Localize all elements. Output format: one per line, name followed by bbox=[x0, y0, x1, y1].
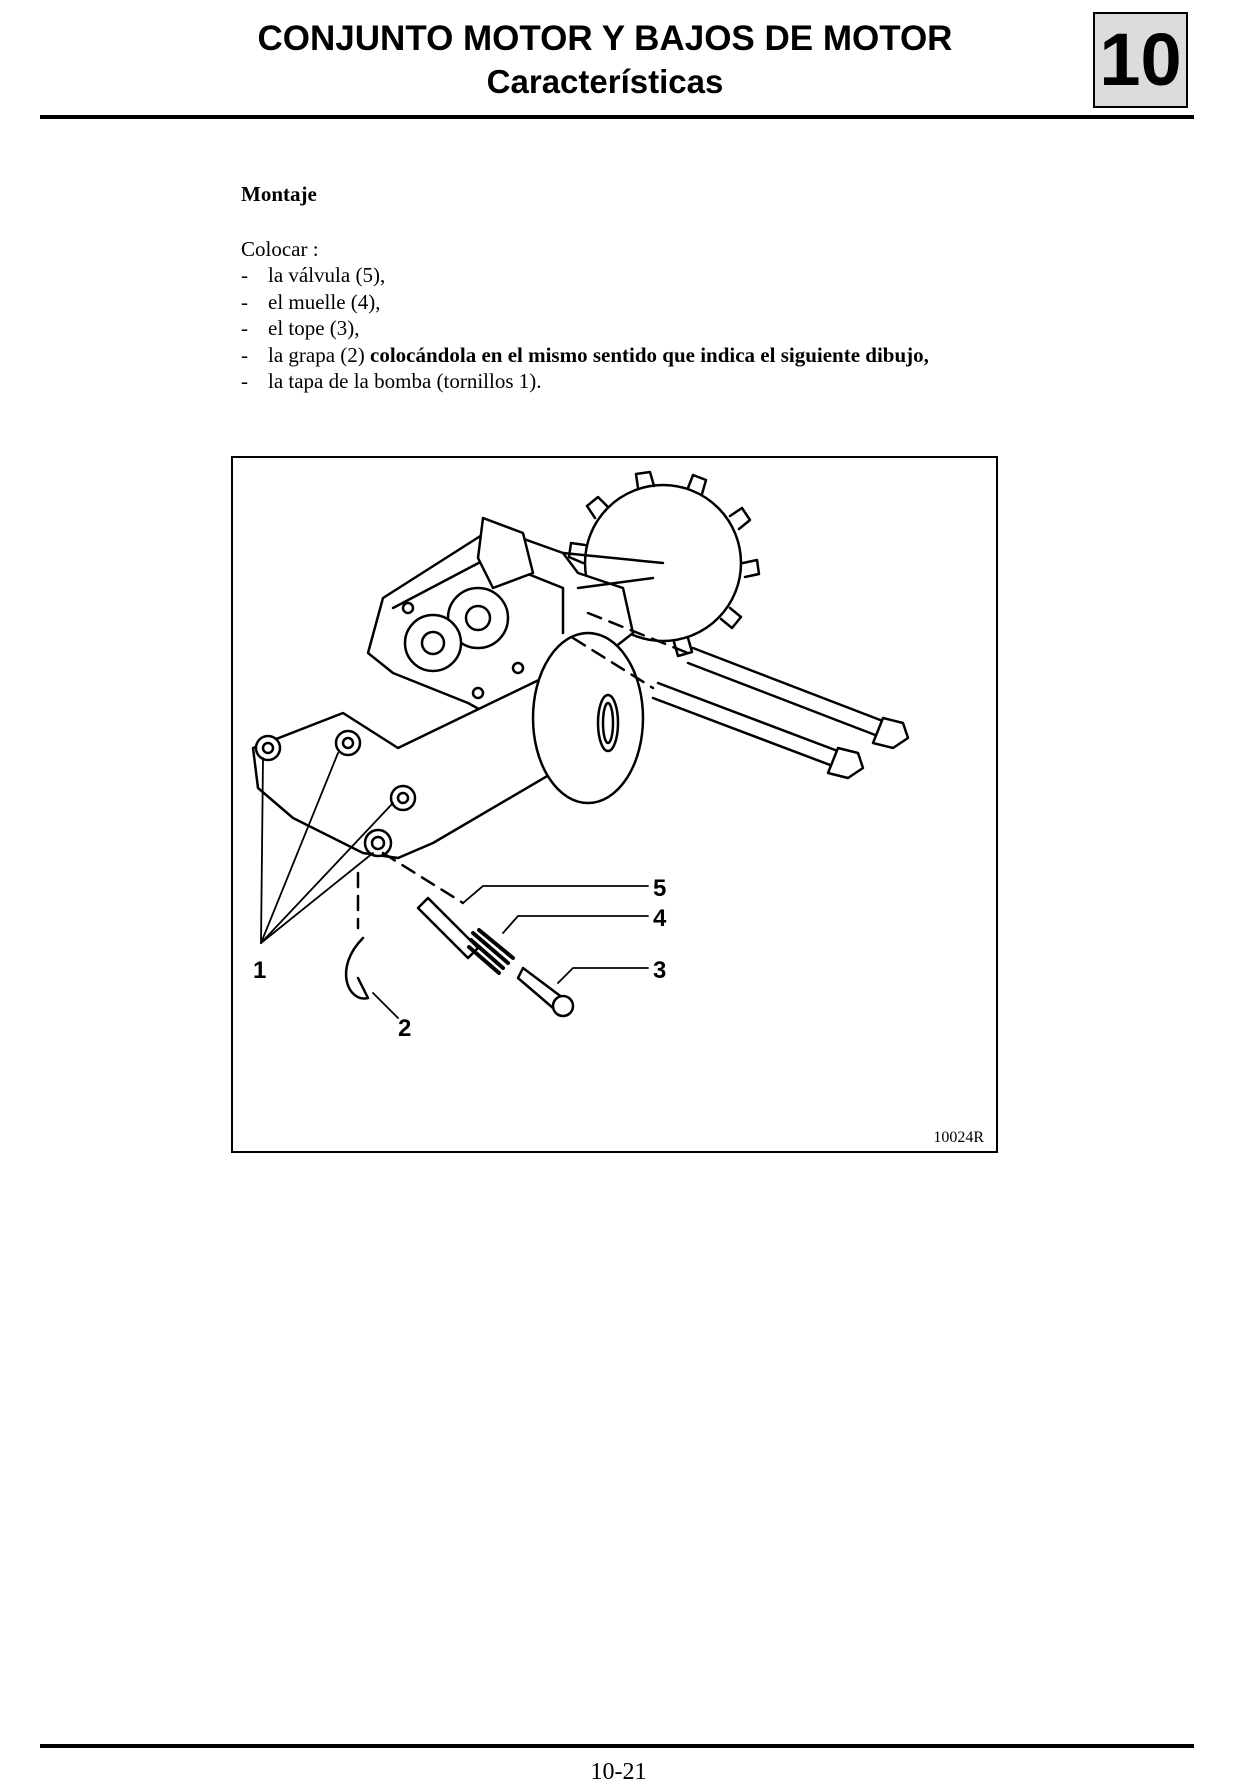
step-text: la tapa de la bomba (tornillos 1). bbox=[268, 369, 542, 393]
list-item: -la grapa (2) colocándola en el mismo se… bbox=[241, 342, 929, 367]
assembly-steps-list: -la válvula (5), -el muelle (4), -el top… bbox=[241, 262, 1001, 395]
section-heading: Montaje bbox=[241, 182, 317, 206]
step-text: la válvula (5), bbox=[268, 263, 386, 287]
list-item: -el tope (3), bbox=[241, 316, 360, 340]
step-emphasis: colocándola en el mismo sentido que indi… bbox=[370, 342, 929, 367]
pump-cover bbox=[251, 631, 645, 860]
document-subtitle: Características bbox=[486, 63, 724, 100]
callout-5: 5 bbox=[653, 875, 666, 902]
list-item: -la tapa de la bomba (tornillos 1). bbox=[241, 369, 542, 393]
pump-body bbox=[366, 516, 665, 730]
list-item: -el muelle (4), bbox=[241, 289, 381, 314]
instruction-intro: Colocar : bbox=[241, 237, 319, 261]
callout-4: 4 bbox=[653, 905, 667, 932]
callout-2: 2 bbox=[398, 1015, 411, 1042]
chapter-badge: 10 bbox=[1093, 12, 1188, 108]
leader-lines bbox=[260, 752, 649, 1019]
alignment-lines bbox=[356, 611, 690, 930]
valve-spring-stop-parts bbox=[416, 896, 575, 1018]
step-text: el muelle (4), bbox=[268, 289, 381, 314]
step-text: el tope (3), bbox=[268, 316, 360, 340]
header-divider bbox=[40, 115, 1194, 119]
oil-pump-exploded-diagram: 1 2 3 4 5 10024R bbox=[231, 456, 998, 1153]
figure-code: 10024R bbox=[933, 1129, 984, 1146]
callout-1: 1 bbox=[253, 957, 266, 984]
footer-divider bbox=[40, 1744, 1194, 1748]
document-title: CONJUNTO MOTOR Y BAJOS DE MOTOR bbox=[257, 19, 953, 58]
list-item: -la válvula (5), bbox=[241, 263, 386, 287]
page-number: 10-21 bbox=[590, 1759, 647, 1785]
step-text: la grapa (2) bbox=[268, 342, 371, 367]
bolts bbox=[651, 646, 910, 780]
callout-3: 3 bbox=[653, 957, 666, 984]
diagram-drawing: 1 2 3 4 5 bbox=[251, 470, 910, 1042]
clip-part bbox=[344, 936, 370, 1000]
